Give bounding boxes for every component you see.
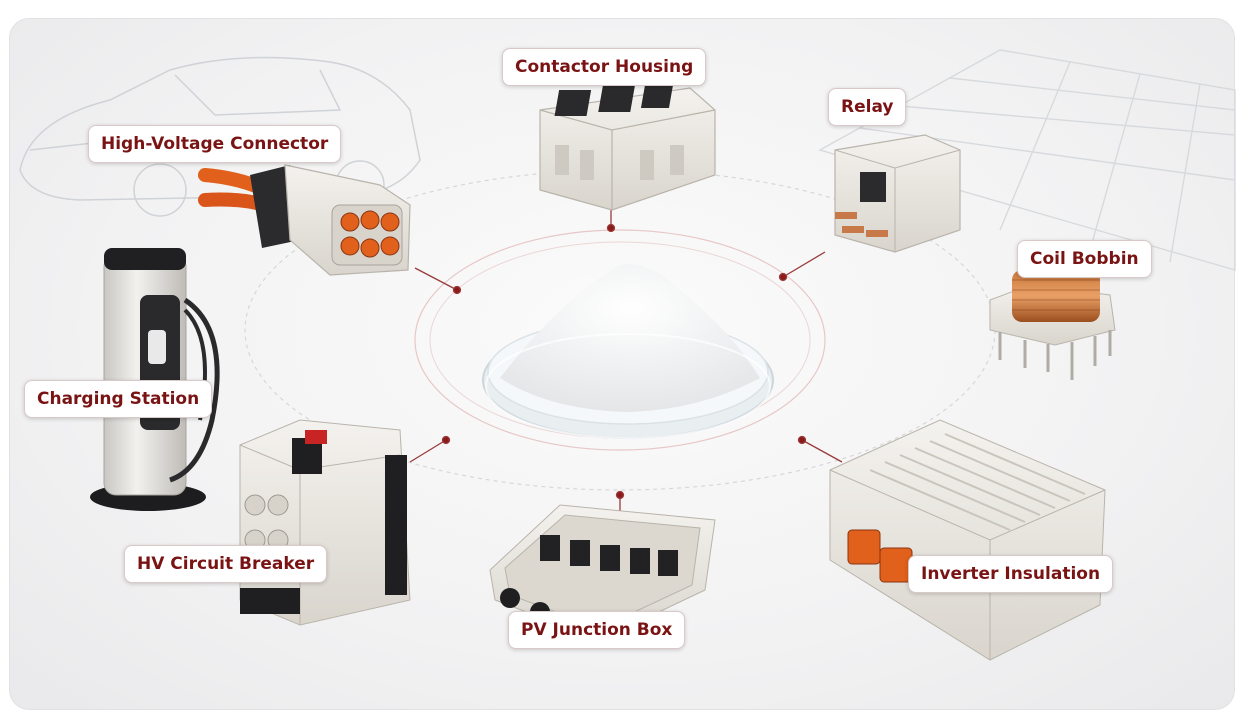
- powder-dish-image: [482, 264, 774, 439]
- label-hv-circuit-breaker: HV Circuit Breaker: [124, 545, 328, 583]
- contactor-housing-image: [539, 84, 716, 211]
- label-coil-bobbin: Coil Bobbin: [1017, 240, 1152, 278]
- pv-junction-box-image: [489, 504, 716, 643]
- relay-image: [834, 134, 961, 253]
- label-contactor-housing: Contactor Housing: [502, 48, 707, 86]
- high-voltage-connector-image: [198, 164, 411, 276]
- connector-lines: [409, 200, 843, 520]
- hv-circuit-breaker-image: [239, 419, 411, 626]
- label-charging-station: Charging Station: [24, 380, 213, 418]
- label-pv-junction-box: PV Junction Box: [508, 611, 686, 649]
- label-high-voltage-connector: High-Voltage Connector: [88, 125, 342, 163]
- label-relay: Relay: [828, 88, 907, 126]
- label-inverter-insulation: Inverter Insulation: [908, 555, 1114, 593]
- coil-bobbin-image: [989, 270, 1116, 380]
- inverter-insulation-image: [829, 419, 1106, 661]
